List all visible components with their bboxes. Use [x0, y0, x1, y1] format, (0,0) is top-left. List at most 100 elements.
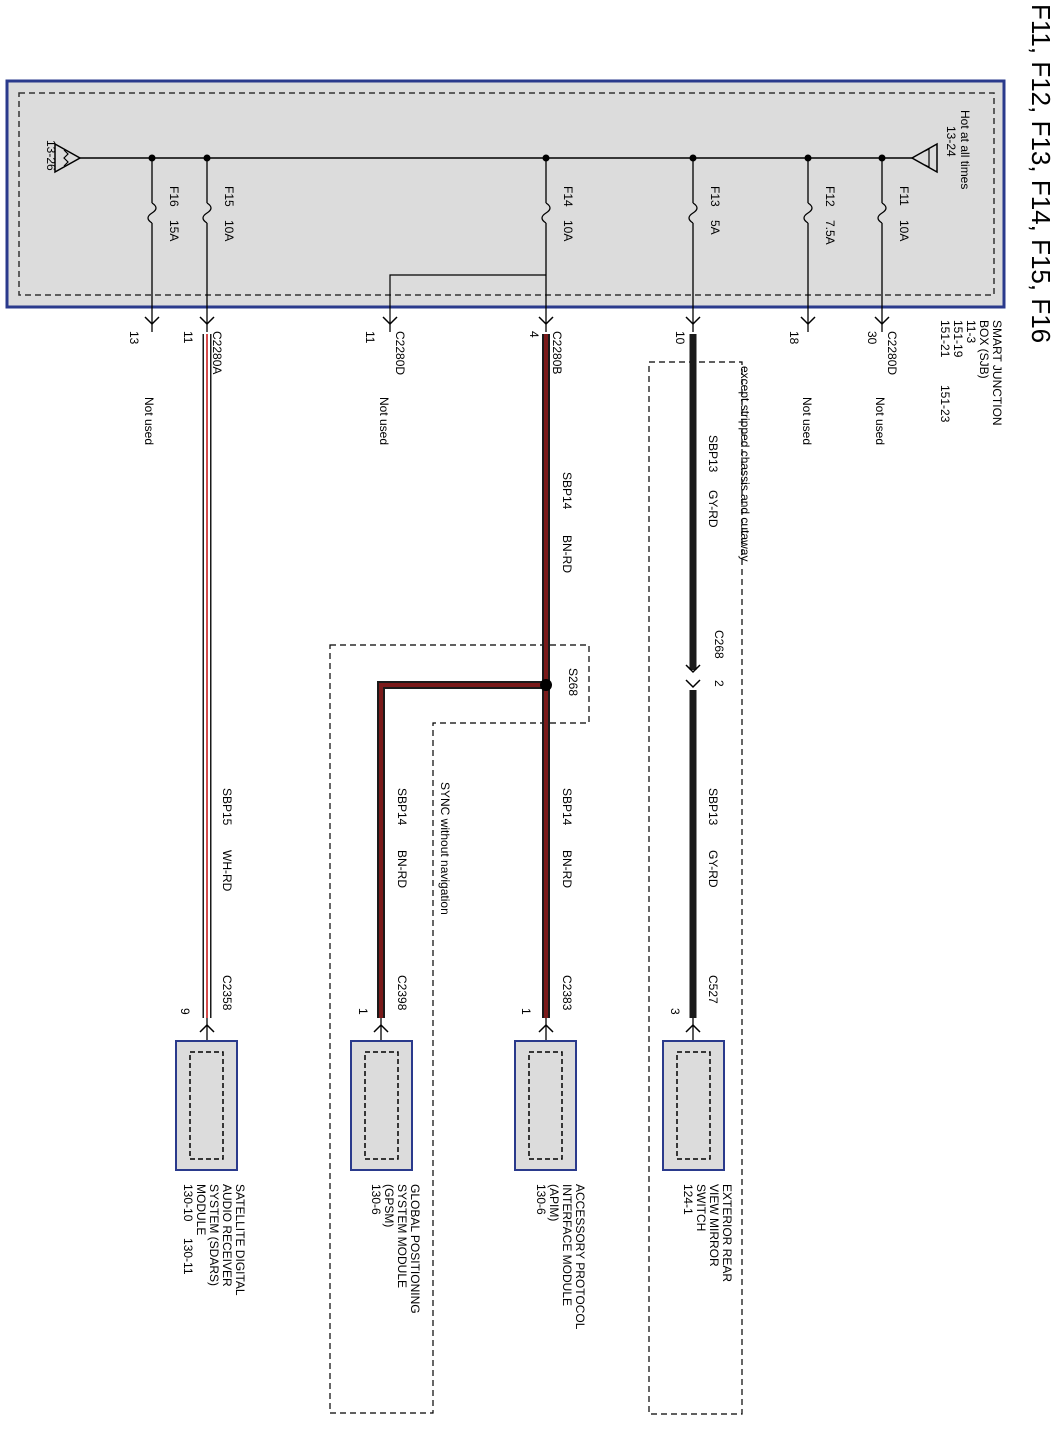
- c2358-label: C2358: [220, 975, 234, 1011]
- module-pin-group: [199, 1018, 701, 1052]
- pin-18-number: 18: [787, 331, 801, 345]
- circuit-sbp13-a-color: GY-RD: [706, 490, 720, 528]
- pin-4-number: 4: [527, 331, 541, 338]
- module-sdars-line2: AUDIO RECEIVER: [220, 1184, 234, 1287]
- sjb-inner-dashed: [18, 92, 995, 296]
- option-region-except-stripped: [648, 361, 743, 1415]
- circuit-sbp14-b-color: BN-RD: [560, 850, 574, 888]
- module-mirror-line4: 124-1: [681, 1184, 695, 1215]
- c2383-pin: 1: [519, 1008, 533, 1015]
- module-gpsm-line3: (GPSM): [382, 1184, 396, 1227]
- fuse-icon-f13: [688, 202, 698, 224]
- sjb-ref-3: 151-21: [938, 320, 952, 358]
- pin-4-connector: C2280B: [550, 331, 564, 374]
- pin-group: [144, 316, 890, 332]
- c527-pin: 3: [668, 1008, 682, 1015]
- module-gpsm-line1: GLOBAL POSITIONING: [408, 1184, 422, 1314]
- f14-internal-jumper: [389, 274, 546, 320]
- inline-connector-icon: [685, 664, 701, 689]
- module-sdars-line1: SATELLITE DIGITAL: [233, 1184, 247, 1296]
- module-box-mirror: [662, 1040, 725, 1171]
- c2358-pin: 9: [178, 1008, 192, 1015]
- circuit-sbp14-b: SBP14: [560, 788, 574, 826]
- module-gpsm-line2: SYSTEM MODULE: [395, 1184, 409, 1288]
- fuse-rating-f13: 5A: [708, 220, 722, 235]
- circuit-sbp13-b-color: GY-RD: [706, 850, 720, 888]
- sjb-hot-ref: 13-24: [944, 126, 958, 157]
- fuse-rating-f16: 15A: [167, 220, 181, 241]
- module-mirror-line2: VIEW MIRROR: [707, 1184, 721, 1267]
- power-source-icon: [910, 142, 938, 174]
- pin-13-number: 13: [127, 331, 141, 345]
- pin-11a-number: 11: [181, 331, 195, 344]
- module-inner-gpsm: [364, 1051, 399, 1160]
- fuse-rating-f12: 7.5A: [823, 220, 837, 245]
- circuit-sbp14-a-color: BN-RD: [560, 535, 574, 573]
- module-group: [175, 1040, 725, 1171]
- module-gpsm-line4: 130-6: [369, 1184, 383, 1215]
- circuit-sbp15-color: WH-RD: [220, 850, 234, 892]
- circuit-sbp14-c: SBP14: [395, 788, 409, 826]
- fuse-name-f15: F15: [222, 186, 236, 207]
- option-note-sync: SYNC without navigation: [438, 782, 452, 915]
- pin-30-number: 30: [865, 331, 879, 345]
- c2398-pin: 1: [356, 1008, 370, 1015]
- circuit-sbp14-a: SBP14: [560, 472, 574, 510]
- circuit-sbp13-a: SBP13: [706, 435, 720, 473]
- sjb-name-line1: SMART JUNCTION: [990, 320, 1004, 426]
- module-inner-mirror: [676, 1051, 711, 1160]
- module-sdars-line3: SYSTEM (SDARS): [207, 1184, 221, 1286]
- module-inner-apim: [528, 1051, 563, 1160]
- circuit-sbp15: SBP15: [220, 788, 234, 826]
- splice-dot: [540, 679, 552, 691]
- fuse-name-f16: F16: [167, 186, 181, 207]
- pin-11d-connector: C2280D: [393, 331, 407, 375]
- pin-30-connector: C2280D: [885, 331, 899, 375]
- inline-connector-pin: 2: [712, 680, 726, 687]
- sjb-ground-ref: 13-26: [44, 140, 58, 171]
- fuse-name-f13: F13: [708, 186, 722, 207]
- fuse-name-f12: F12: [823, 186, 837, 207]
- pin-11d-number: 11: [363, 331, 377, 344]
- wire-group: [202, 334, 697, 1018]
- module-inner-sdars: [189, 1051, 224, 1160]
- ground-bus-icon: [54, 142, 82, 174]
- pin-10-number: 10: [673, 331, 687, 345]
- sjb-box: [5, 79, 1006, 309]
- pin-11a-connector: C2280A: [210, 331, 224, 374]
- pin-30-note: Not used: [873, 397, 887, 445]
- fuse-name-f14: F14: [561, 186, 575, 207]
- module-apim-line2: INTERFACE MODULE: [560, 1184, 574, 1306]
- module-mirror-line1: EXTERIOR REAR: [720, 1184, 734, 1282]
- module-apim-line3: (APIM): [547, 1184, 561, 1221]
- fuse-icon-f11: [877, 202, 887, 224]
- c527-label: C527: [706, 975, 720, 1004]
- fuse-icon-f12: [803, 202, 813, 224]
- fuse-name-f11: F11: [897, 186, 911, 206]
- sjb-hot-label: Hot at all times: [958, 110, 972, 189]
- module-box-sdars: [175, 1040, 238, 1171]
- inline-connector-label: C268: [712, 630, 726, 659]
- wire-sbp14-branch-tracer: [379, 683, 546, 1018]
- fuse-rating-f14: 10A: [561, 220, 575, 241]
- c2398-label: C2398: [395, 975, 409, 1011]
- c2383-label: C2383: [560, 975, 574, 1011]
- sjb-ref-1: 11-3: [964, 320, 978, 343]
- module-box-gpsm: [350, 1040, 413, 1171]
- sjb-ref-4: 151-23: [938, 385, 952, 423]
- module-apim-line4: 130-6: [534, 1184, 548, 1215]
- fuse-icon-f15: [202, 202, 212, 224]
- fuse-icon-f16: [147, 202, 157, 224]
- splice-label: S268: [566, 668, 580, 696]
- page-title: F11, F12, F13, F14, F15, F16: [1026, 4, 1056, 343]
- module-box-apim: [514, 1040, 577, 1171]
- circuit-sbp13-b: SBP13: [706, 788, 720, 826]
- sjb-ref-2: 151-19: [951, 320, 965, 358]
- pin-11d-note: Not used: [377, 397, 391, 445]
- option-region-sync: [329, 644, 590, 1414]
- pin-18-note: Not used: [800, 397, 814, 445]
- sjb-name-line2: BOX (SJB): [977, 320, 991, 379]
